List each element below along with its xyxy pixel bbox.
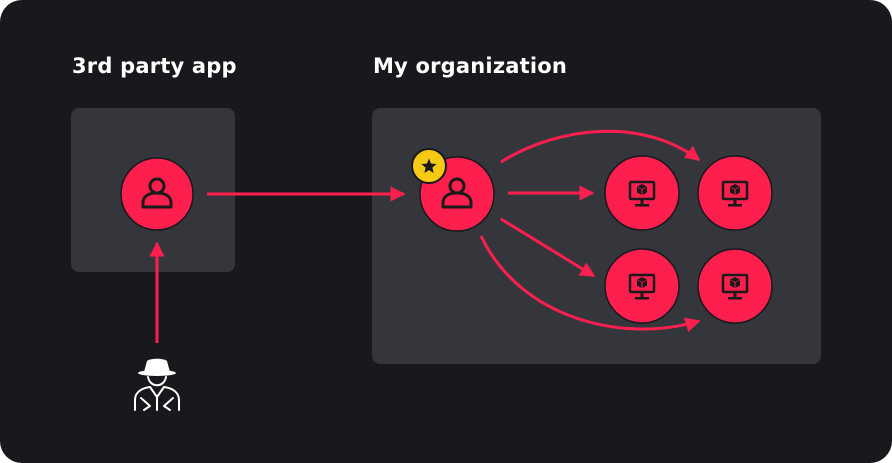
third-party-app-node — [120, 157, 194, 231]
org-to-resource-bottom-left-arrow — [500, 217, 596, 278]
third-party-app-title: 3rd party app — [72, 54, 237, 78]
resource-node-top-right — [697, 155, 773, 231]
org-to-resource-bottom-right-arrow — [479, 235, 701, 333]
resource-node-bottom-left — [604, 248, 680, 324]
resource-node-bottom-right — [697, 248, 773, 324]
org-to-resource-top-right-arrow — [500, 129, 701, 164]
spy-icon — [134, 358, 180, 411]
resource-node-top-left — [604, 155, 680, 231]
privileged-badge — [411, 148, 447, 184]
star-icon — [421, 158, 437, 173]
my-organization-title: My organization — [373, 54, 568, 78]
